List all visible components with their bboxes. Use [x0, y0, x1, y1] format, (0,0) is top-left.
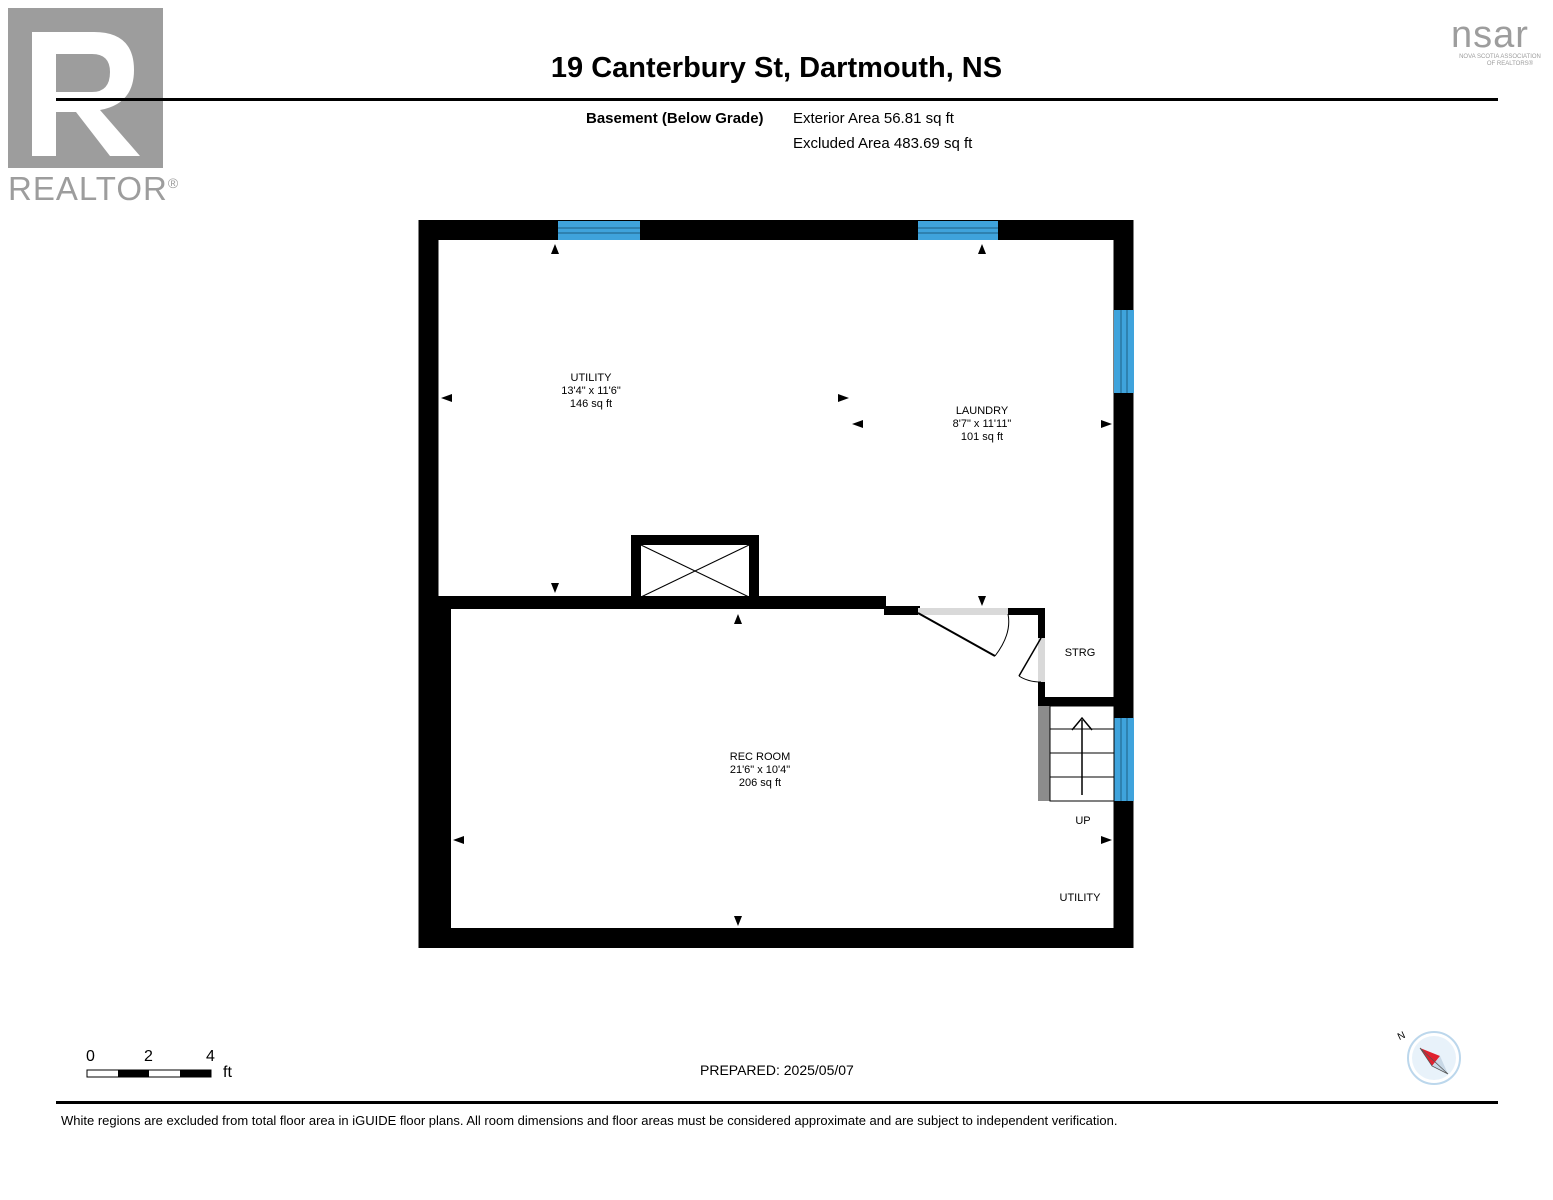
room-label-rec-room: REC ROOM 21'6" x 10'4" 206 sq ft — [700, 751, 820, 790]
stairs-up-label: UP — [1075, 815, 1091, 827]
scale-label-2: 2 — [144, 1048, 153, 1065]
realtor-word: REALTOR — [8, 170, 168, 207]
stairs — [1038, 705, 1115, 802]
storage-wall-bottom — [1038, 697, 1118, 706]
arrow-laundry-right — [1101, 420, 1112, 428]
room-dims: 13'4" x 11'6" — [561, 385, 621, 397]
room-label-utility: UTILITY 13'4" x 11'6" 146 sq ft — [531, 372, 651, 411]
door-swing — [917, 612, 1010, 657]
window-top-left — [558, 221, 640, 240]
outer-wall — [418, 220, 1134, 948]
realtor-logo: REALTOR® — [8, 8, 188, 208]
nsar-logo: nsar NOVA SCOTIA ASSOCIATION OF REALTORS… — [1430, 16, 1550, 72]
arrow-laundry-bottom — [978, 596, 986, 606]
scale-label-0: 0 — [86, 1048, 95, 1065]
room-name: UTILITY — [570, 372, 612, 384]
arrow-utility-top — [551, 244, 559, 254]
room-dims: 21'6" x 10'4" — [729, 764, 791, 776]
nsar-tagline-2: OF REALTORS® — [1486, 61, 1534, 67]
door-threshold — [918, 608, 1010, 615]
scale-label-4: 4 — [206, 1048, 215, 1065]
storage-door-swing — [1018, 637, 1042, 683]
window-top-right — [918, 221, 998, 240]
arrow-rec-bottom — [734, 916, 742, 926]
disclaimer: White regions are excluded from total fl… — [61, 1113, 1118, 1128]
excluded-area: Excluded Area 483.69 sq ft — [793, 135, 973, 152]
arrow-rec-top — [734, 614, 742, 624]
interior-wall-step — [884, 606, 920, 615]
room-area: 101 sq ft — [960, 431, 1004, 443]
storage-door-gap — [1038, 638, 1045, 682]
window-right-upper — [1114, 310, 1134, 393]
room-name: LAUNDRY — [955, 405, 1009, 417]
arrow-utility-bottom — [551, 583, 559, 593]
compass-icon — [1407, 1031, 1461, 1085]
arrow-rec-left — [453, 836, 464, 844]
arrow-rec-right — [1101, 836, 1112, 844]
page-title: 19 Canterbury St, Dartmouth, NS — [550, 52, 1003, 84]
scale-bar-graphic — [86, 1069, 212, 1078]
realtor-r-icon — [8, 8, 163, 168]
footer-divider — [56, 1101, 1498, 1104]
floor-label: Basement (Below Grade) — [586, 110, 764, 127]
chimney-column — [631, 535, 759, 607]
compass: N — [1394, 1028, 1466, 1088]
room-label-utility-small: UTILITY — [1059, 892, 1101, 904]
nsar-tagline-1: NOVA SCOTIA ASSOCIATION — [1459, 54, 1541, 60]
header-divider — [56, 98, 1498, 101]
nsar-word: nsar — [1451, 14, 1529, 56]
window-right-lower — [1114, 718, 1134, 801]
room-dims: 8'7" x 11'11" — [952, 418, 1012, 430]
prepared-date: PREPARED: 2025/05/07 — [700, 1062, 854, 1078]
room-label-strg: STRG — [1064, 647, 1096, 659]
exterior-area: Exterior Area 56.81 sq ft — [793, 110, 954, 127]
scale-unit: ft — [223, 1064, 232, 1081]
room-area: 146 sq ft — [569, 398, 613, 410]
left-wall-lower — [419, 598, 451, 948]
room-name: REC ROOM — [729, 751, 791, 763]
room-label-laundry: LAUNDRY 8'7" x 11'11" 101 sq ft — [922, 405, 1042, 444]
realtor-registered-mark: ® — [167, 175, 180, 191]
storage-wall-top — [1008, 608, 1044, 615]
arrow-utility-left — [441, 394, 452, 402]
dimension-arrows — [441, 244, 1112, 926]
arrow-laundry-left — [852, 420, 863, 428]
room-area: 206 sq ft — [738, 777, 782, 789]
arrow-utility-right — [838, 394, 849, 402]
arrow-laundry-top — [978, 244, 986, 254]
